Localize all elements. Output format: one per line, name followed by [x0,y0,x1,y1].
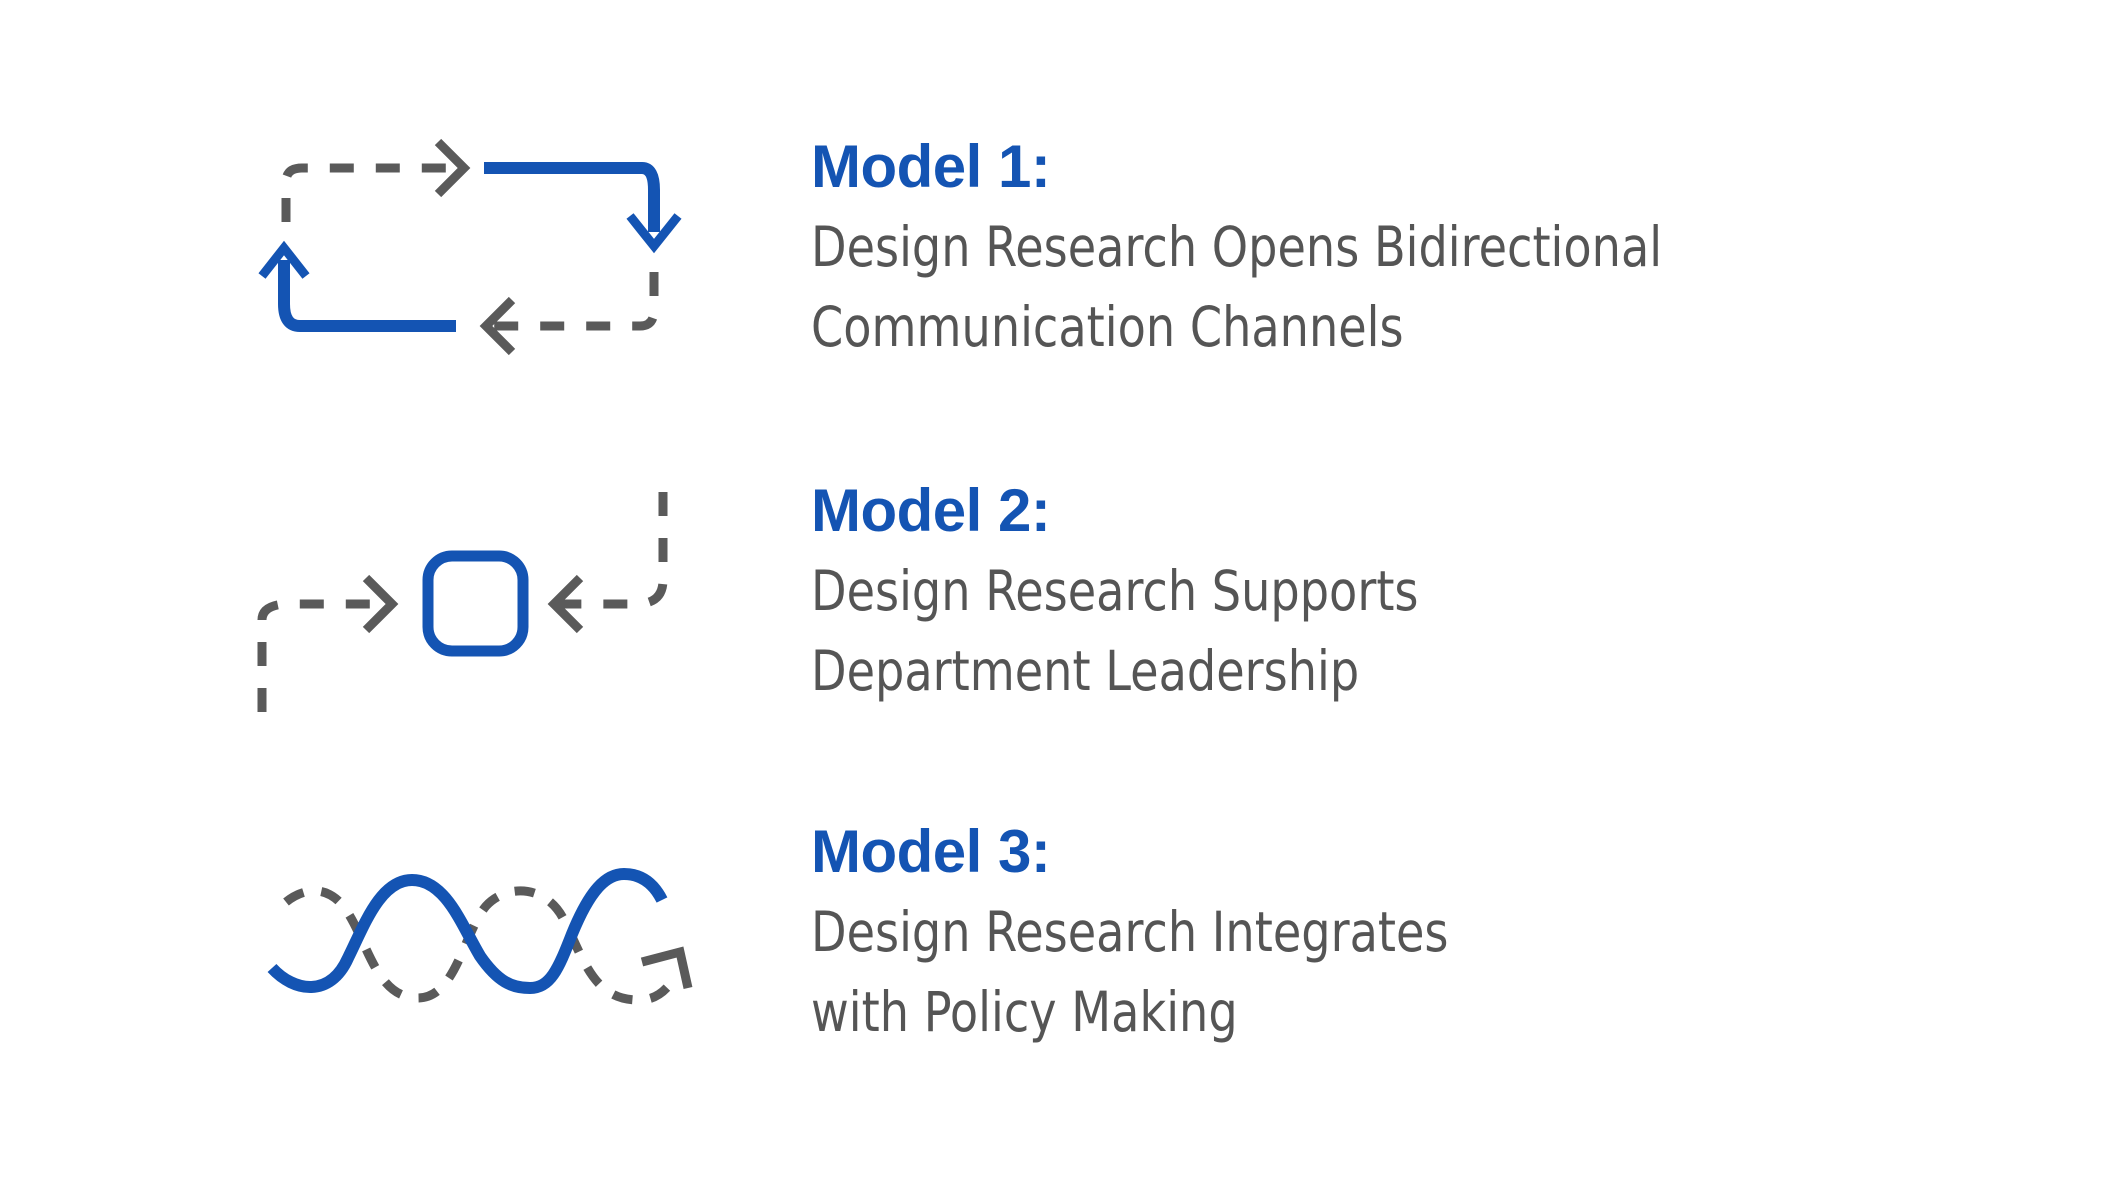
bottom-solid-path [278,260,456,332]
top-solid-arrowhead [626,213,682,254]
left-dashed-arrowhead [362,574,399,634]
bottom-dashed-path [490,272,659,331]
model-1-line-1: Design Research Opens Bidirectional [811,215,1663,279]
model-1-line-2: Communication Channels [811,295,1404,359]
model-2-line-1: Design Research Supports [811,559,1419,623]
model-2-heading: Model 2: [811,477,1051,544]
model-3-heading: Model 3: [811,818,1051,885]
model-3-line-1: Design Research Integrates [811,900,1449,964]
top-solid-path [484,162,660,232]
converging-square-icon [257,492,668,712]
top-dashed-path [281,163,460,222]
intertwined-waves-icon [267,867,693,1005]
model-1-heading: Model 1: [811,133,1051,200]
dashed-wave-arrowhead [640,946,693,989]
dashed-wave [283,886,682,1005]
right-dashed-path [558,492,668,609]
model-3-text: Model 3: Design Research Integrates with… [811,812,1570,1052]
left-dashed-path [257,599,386,712]
top-dashed-arrowhead [434,138,471,198]
bidirectional-loop-icon [258,138,682,356]
bottom-dashed-arrowhead [479,296,516,356]
model-3-line-2: with Policy Making [811,980,1238,1044]
solid-wave [267,867,668,995]
center-square [422,550,529,657]
model-1-text: Model 1: Design Research Opens Bidirecti… [811,127,1824,367]
right-dashed-arrowhead [547,574,584,634]
model-2-line-2: Department Leadership [811,639,1360,703]
model-2-text: Model 2: Design Research Supports Depart… [811,471,1534,711]
bottom-solid-arrowhead [258,240,310,279]
